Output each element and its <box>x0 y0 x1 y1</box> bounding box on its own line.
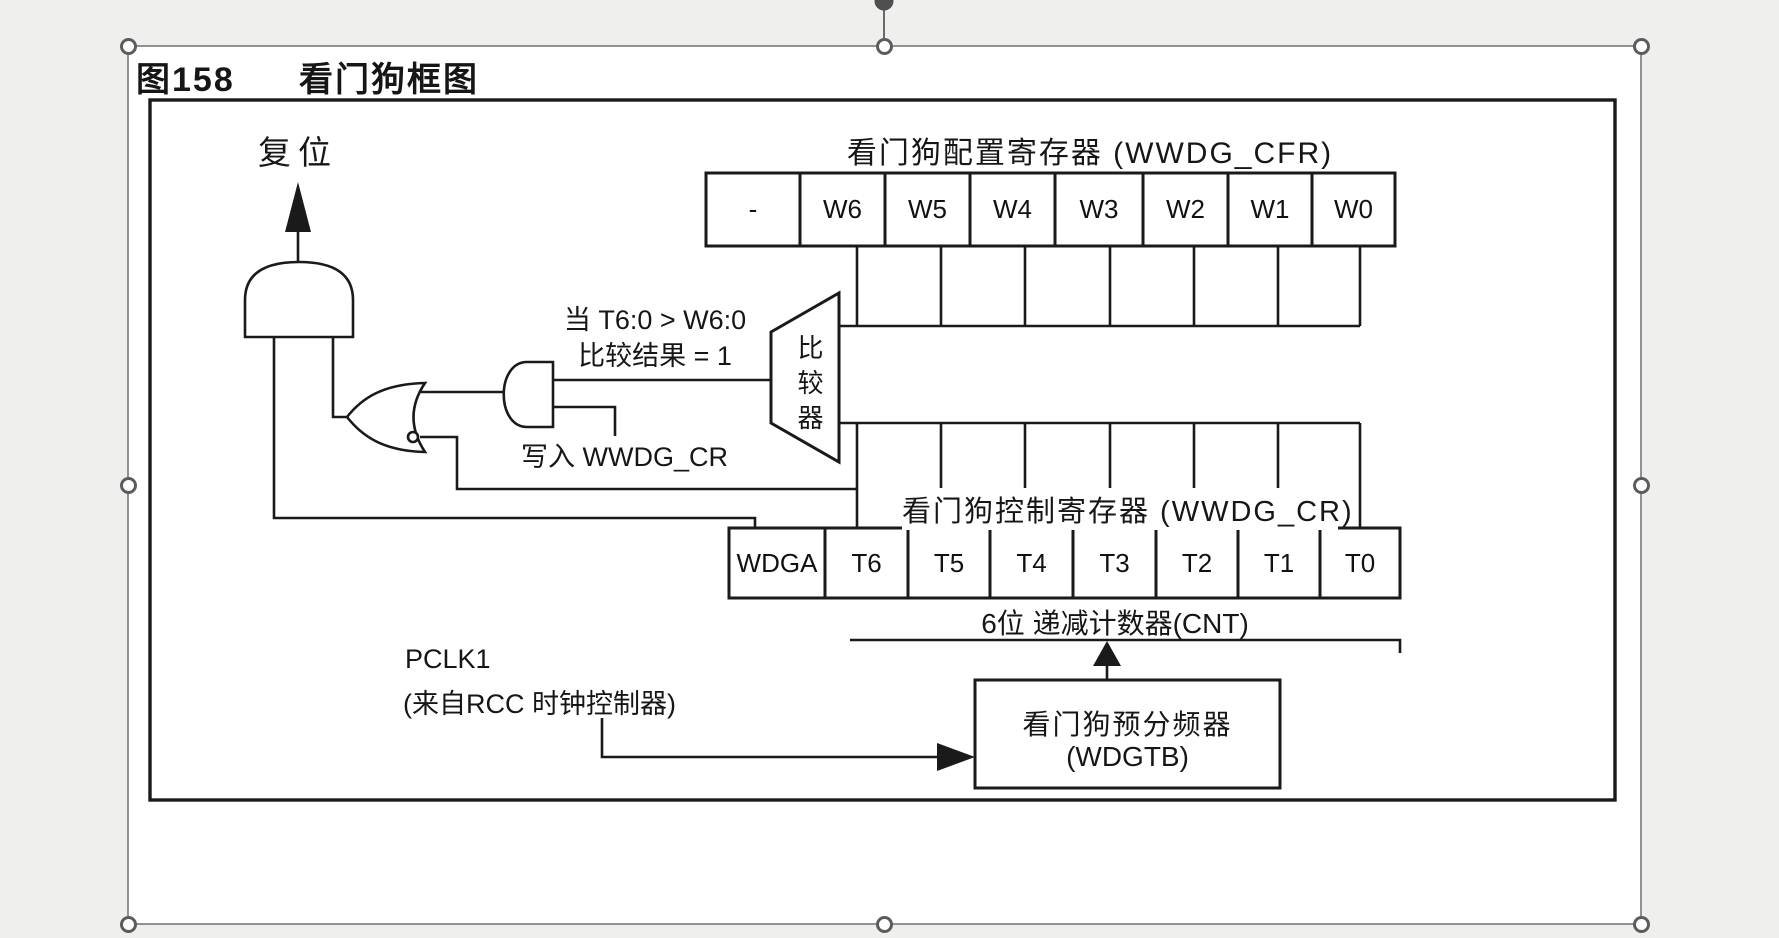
and-gate-icon <box>502 360 555 429</box>
cfr-cell-w5: W5 <box>908 194 947 224</box>
prescaler-label-line2: (WDGTB) <box>1066 741 1189 772</box>
pclk1-sublabel: (来自RCC 时钟控制器) <box>403 689 676 719</box>
reset-and-gate-icon <box>243 260 355 339</box>
counter-bracket <box>850 638 1402 653</box>
cr-cell-t5: T5 <box>933 547 965 578</box>
reset-up-arrowhead-icon <box>285 182 311 232</box>
cr-cell-t3: T3 <box>1099 547 1130 578</box>
resize-handle-middle-right[interactable] <box>1633 477 1650 494</box>
prescaler-box <box>973 678 1282 790</box>
cfr-cell-w0: W0 <box>1334 194 1373 224</box>
figure-title: 看门狗框图 <box>299 61 479 99</box>
rotation-handle-icon[interactable] <box>874 0 894 11</box>
comparator-condition-line2: 比较结果 = 1 <box>578 341 732 371</box>
comparator-condition-line1: 当 T6:0 > W6:0 <box>563 305 747 335</box>
figure-number: 图158 <box>136 61 235 99</box>
w-bit-wires <box>855 246 1362 326</box>
write-wwdgcr-label: 写入 WWDG_CR <box>521 442 728 472</box>
prescaler-label-line1: 看门狗预分频器 <box>1022 709 1233 740</box>
resize-handle-middle-left[interactable] <box>120 477 137 494</box>
cfr-register-label: 看门狗配置寄存器 (WWDG_CFR) <box>846 137 1334 170</box>
cr-cell-t6: T6 <box>851 547 882 578</box>
resize-handle-top-left[interactable] <box>120 38 137 55</box>
counter-up-arrowhead-icon <box>1093 641 1121 666</box>
pclk1-right-arrowhead-icon <box>937 743 975 771</box>
pclk1-label: PCLK1 <box>405 644 491 674</box>
resize-handle-bottom-right[interactable] <box>1633 916 1650 933</box>
selection-rectangle <box>127 45 1642 925</box>
wdga-wire <box>272 338 757 528</box>
comparator-shape <box>769 290 841 465</box>
or-gate-icon <box>345 381 428 454</box>
or-to-and-wire <box>331 338 348 419</box>
cr-cell-t0: T0 <box>1344 547 1376 578</box>
cfr-register-grid <box>704 171 1397 248</box>
comparator-label: 比较器 <box>794 334 824 439</box>
inverter-bubble-icon <box>406 430 420 444</box>
resize-handle-bottom-center[interactable] <box>876 916 893 933</box>
counter-label: 6位 递减计数器(CNT) <box>981 608 1249 639</box>
resize-handle-top-right[interactable] <box>1633 38 1650 55</box>
resize-handle-bottom-left[interactable] <box>120 916 137 933</box>
t6-invert-wire <box>420 435 857 491</box>
cr-cell-t2: T2 <box>1181 547 1213 578</box>
cr-cell-t1: T1 <box>1263 547 1295 578</box>
cfr-cell-w3: W3 <box>1079 194 1119 224</box>
reset-label: 复位 <box>258 134 338 171</box>
resize-handle-top-center[interactable] <box>876 38 893 55</box>
cfr-cell-reserved: - <box>748 194 758 224</box>
pclk1-wire <box>600 718 938 759</box>
diagram-border <box>148 98 1617 802</box>
write-wwdgcr-wire <box>550 405 617 436</box>
cfr-cell-w4: W4 <box>993 194 1032 224</box>
cr-register-label: 看门狗控制寄存器 (WWDG_CR) <box>902 488 1352 530</box>
cfr-cell-w2: W2 <box>1166 194 1205 224</box>
cr-cell-t4: T4 <box>1016 547 1047 578</box>
cfr-cell-w1: W1 <box>1250 194 1290 224</box>
cr-cell-wdga: WDGA <box>736 547 818 578</box>
cfr-cell-w6: W6 <box>823 194 862 224</box>
